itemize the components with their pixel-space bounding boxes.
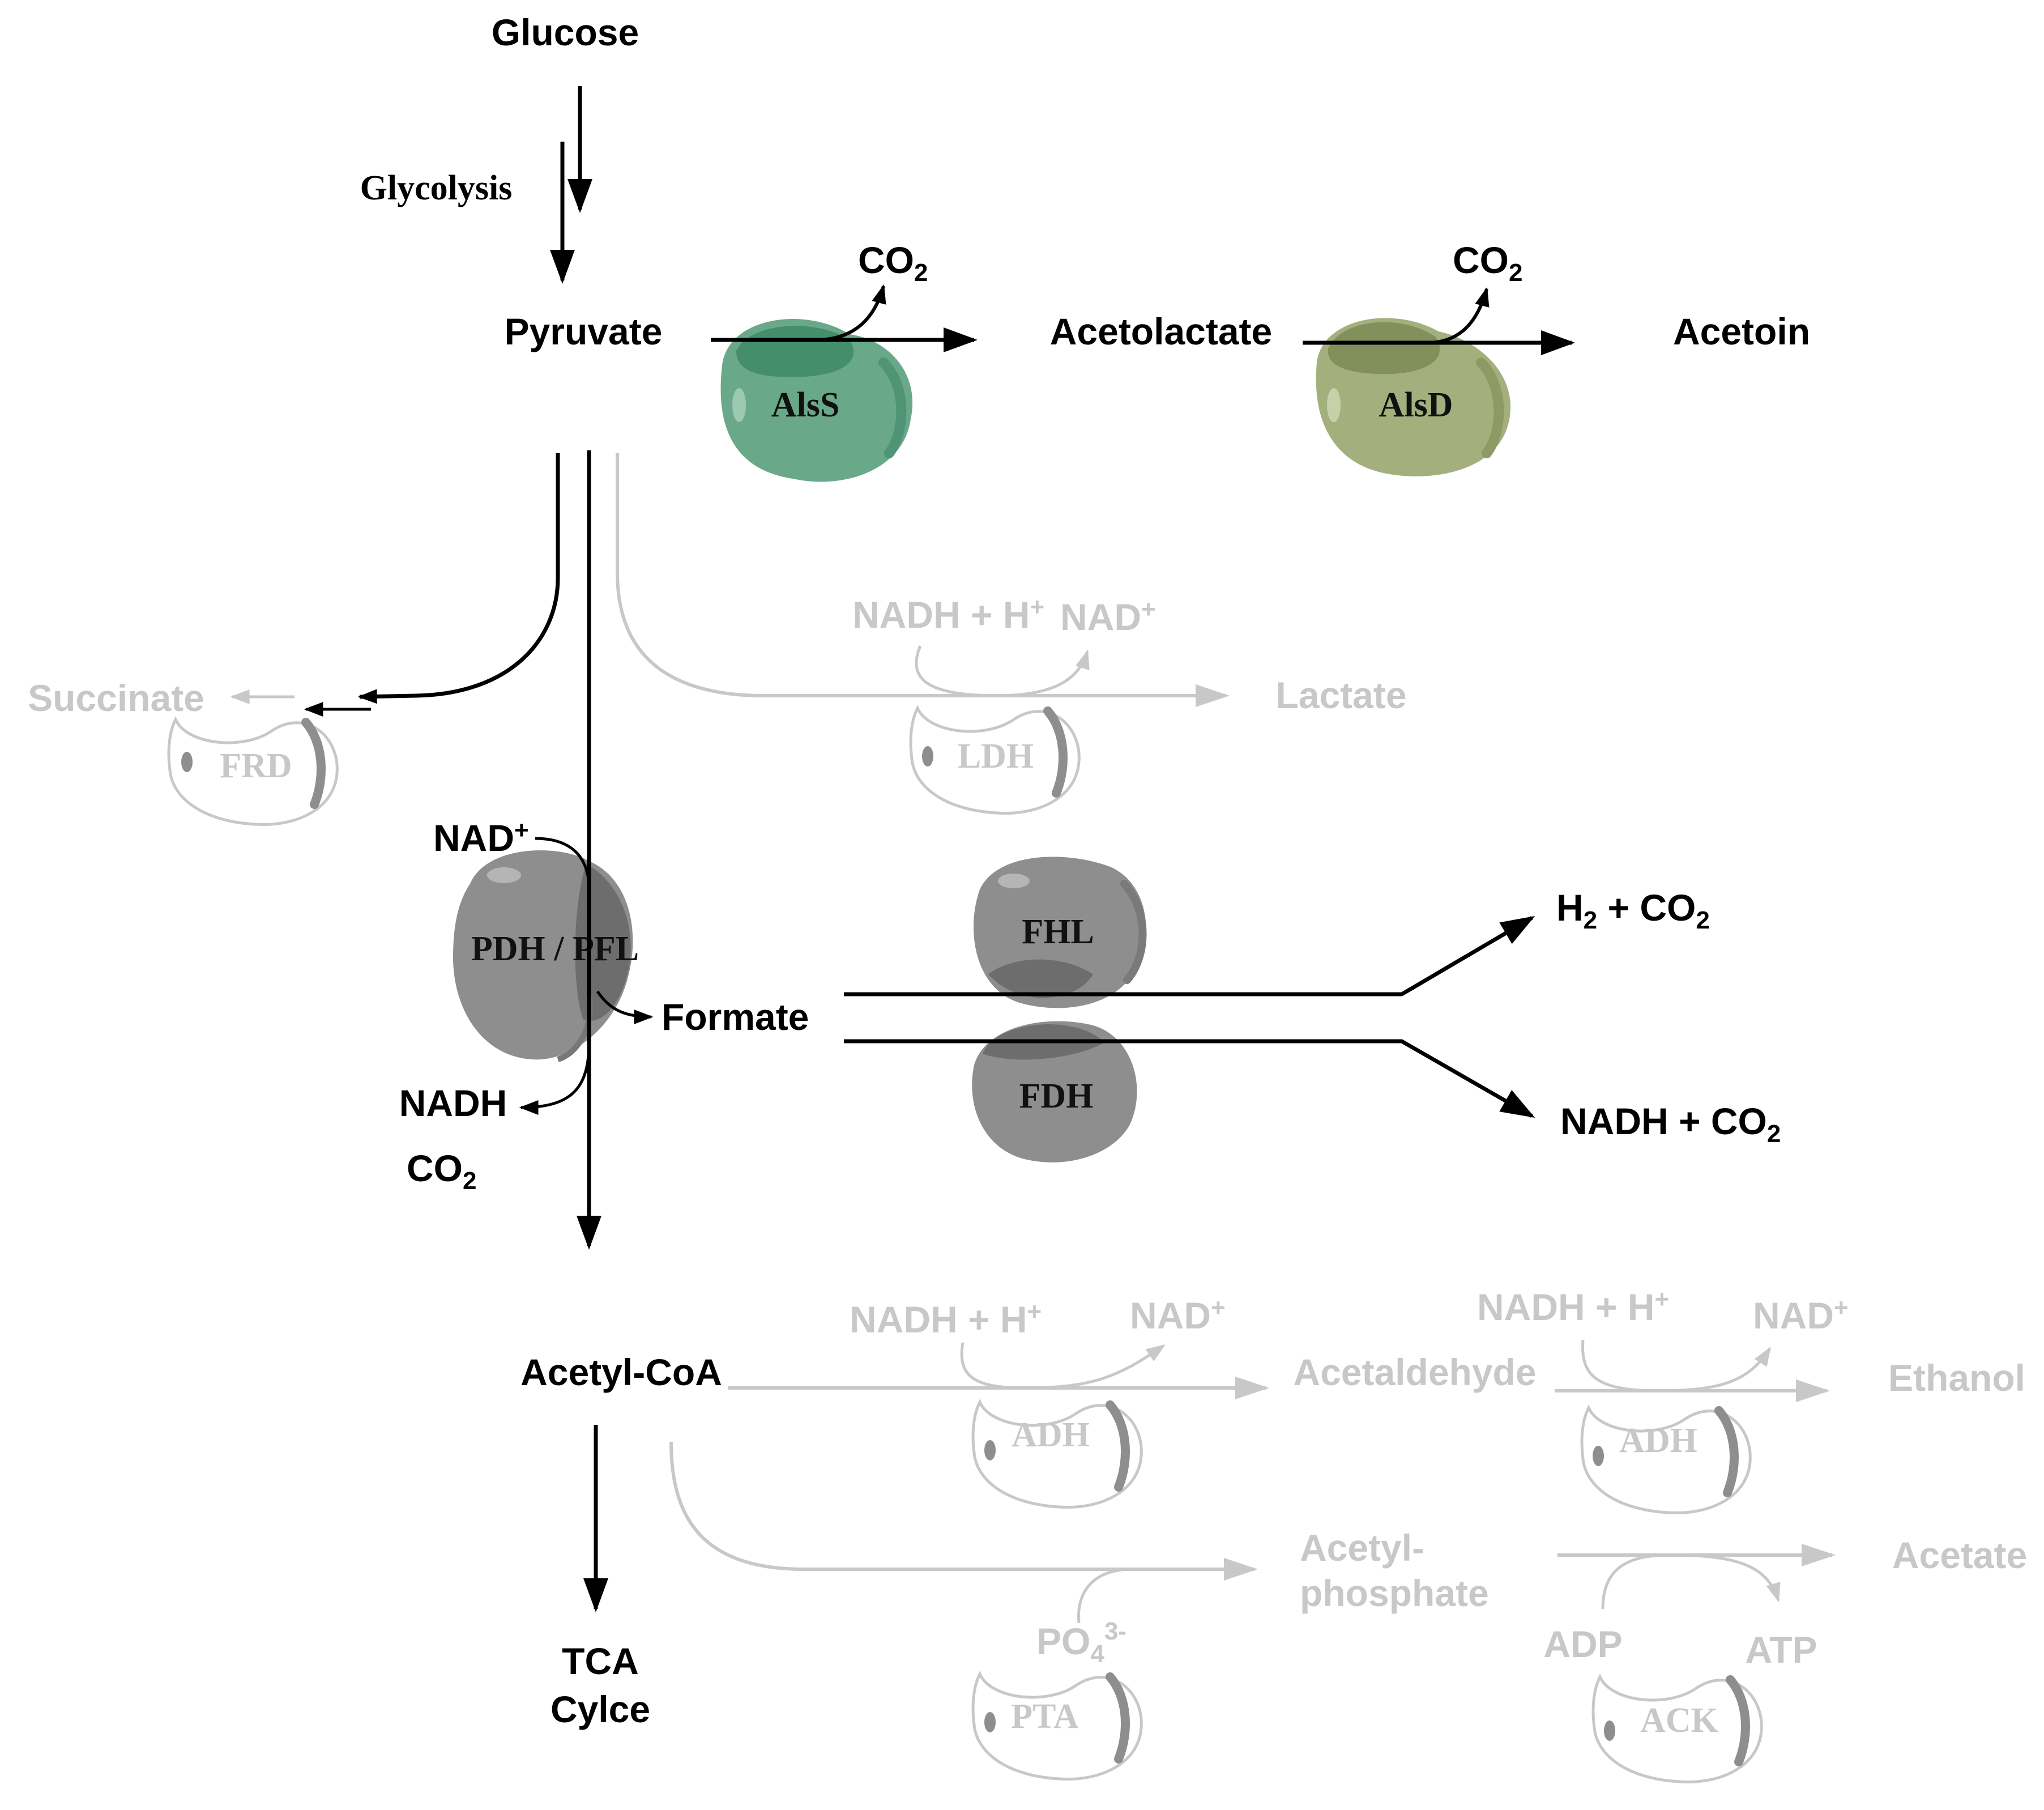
adh2-cofactor-arrow [1581, 1339, 1772, 1392]
ldh-enzyme: LDH [909, 705, 1081, 815]
ethanol-label: Ethanol [1888, 1357, 2025, 1399]
fdh-arrow [844, 1039, 1535, 1118]
acetolactate-label: Acetolactate [1050, 310, 1273, 352]
glycolysis-label: Glycolysis [360, 169, 513, 207]
acetoin-label: Acetoin [1673, 310, 1810, 352]
alss-co2-arrow [815, 284, 886, 342]
ack-adp-label: ADP [1543, 1623, 1622, 1665]
lactate-label: Lactate [1275, 674, 1406, 716]
acetyl-phosphate-label-2: phosphate [1300, 1572, 1489, 1614]
fhl-enzyme: FHL [973, 857, 1147, 1008]
adh1-label: ADH [1012, 1416, 1090, 1454]
adh2-label: ADH [1619, 1421, 1697, 1460]
succinate-branch-line [357, 453, 560, 704]
pdh-nad-arrow [535, 837, 591, 884]
alss-enzyme: AlsS [720, 318, 913, 482]
formate-arrow [596, 990, 654, 1024]
pta-po4-arrow [1077, 1568, 1133, 1624]
ldh-nad-label: NAD+ [1060, 595, 1156, 638]
nadh-co2-label: NADH + CO2 [1560, 1100, 1781, 1148]
acetate-label: Acetate [1892, 1534, 2027, 1576]
adh1-cofactor-arrow [960, 1342, 1166, 1390]
adh1-enzyme: ADH [971, 1399, 1143, 1509]
pta-po4-label: PO43- [1036, 1617, 1126, 1668]
alss-label: AlsS [771, 386, 840, 424]
ldh-cofactor-arrow [915, 645, 1090, 697]
adh2-enzyme: ADH [1580, 1404, 1752, 1515]
adh2-nad-label: NAD+ [1753, 1294, 1849, 1336]
h2-co2-label: H2 + CO2 [1556, 887, 1710, 934]
pyruvate-label: Pyruvate [505, 310, 663, 352]
pdh-pfl-label: PDH / PFL [471, 930, 639, 968]
ack-label: ACK [1640, 1701, 1718, 1740]
frd-label: FRD [220, 747, 292, 785]
frd-enzyme: FRD [167, 716, 339, 827]
alsd-enzyme: AlsD [1316, 318, 1511, 476]
tca-label-2: Cylce [551, 1688, 650, 1730]
acetyl-coa-label: Acetyl-CoA [520, 1351, 722, 1393]
pta-arrow [669, 1441, 1258, 1581]
pta-enzyme: PTA [971, 1671, 1143, 1781]
pdh-nadh-label: NADH [399, 1082, 507, 1124]
acetaldehyde-label: Acetaldehyde [1293, 1351, 1536, 1393]
fdh-label: FDH [1019, 1077, 1094, 1115]
ldh-label: LDH [958, 737, 1034, 776]
ack-atp-label: ATP [1745, 1629, 1817, 1671]
formate-label: Formate [662, 996, 809, 1038]
pdh-nadh-arrow [519, 1042, 591, 1115]
ack-enzyme: ACK [1591, 1673, 1763, 1784]
alss-co2-label: CO2 [858, 239, 928, 287]
alsd-label: AlsD [1379, 386, 1453, 424]
adh1-nad-label: NAD+ [1130, 1294, 1226, 1336]
tca-label-1: TCA [562, 1640, 639, 1682]
pdh-co2-label: CO2 [407, 1147, 476, 1195]
pdh-pfl-enzyme: PDH / PFL [453, 850, 639, 1062]
succinate-label: Succinate [28, 677, 204, 719]
alsd-co2-arrow [1427, 287, 1490, 344]
fhl-label: FHL [1022, 913, 1094, 951]
ack-cofactor-arrow [1601, 1553, 1781, 1609]
alsd-co2-label: CO2 [1453, 239, 1522, 287]
pdh-nad-label: NAD+ [433, 816, 529, 859]
ldh-nadh-label: NADH + H+ [852, 593, 1044, 636]
glucose-label: Glucose [492, 11, 639, 53]
pta-label: PTA [1011, 1697, 1079, 1736]
lactate-branch-line [616, 453, 1230, 707]
fhl-arrow [844, 915, 1535, 996]
acetyl-phosphate-label-1: Acetyl- [1300, 1527, 1424, 1569]
adh2-nadh-label: NADH + H+ [1477, 1285, 1669, 1328]
adh1-nadh-label: NADH + H+ [850, 1298, 1042, 1340]
